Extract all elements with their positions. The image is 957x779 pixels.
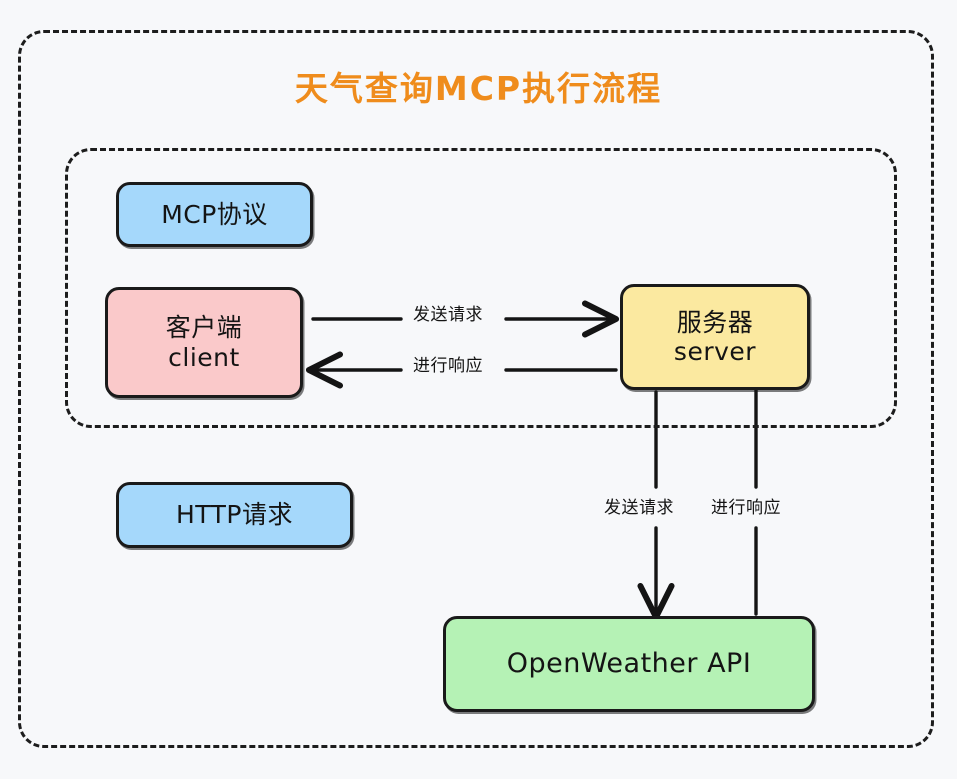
node-openweather-api-label: OpenWeather API xyxy=(506,648,752,680)
node-mcp-protocol-label: MCP协议 xyxy=(161,199,268,229)
node-http-request[interactable]: HTTP请求 xyxy=(116,482,353,548)
node-mcp-protocol[interactable]: MCP协议 xyxy=(116,182,313,247)
diagram-title: 天气查询MCP执行流程 xyxy=(294,69,663,108)
edge-label-server-to-api: 发送请求 xyxy=(604,498,674,518)
node-client-label-en: client xyxy=(168,342,240,372)
outer-boundary-group xyxy=(18,30,934,748)
edge-label-server-to-client: 进行响应 xyxy=(413,356,483,376)
edge-label-api-to-server: 进行响应 xyxy=(711,498,781,518)
node-openweather-api[interactable]: OpenWeather API xyxy=(443,616,815,712)
node-server-label-en: server xyxy=(673,337,757,366)
node-client[interactable]: 客户端 client xyxy=(105,287,303,398)
node-http-request-label: HTTP请求 xyxy=(176,500,293,530)
node-client-label-cn: 客户端 xyxy=(165,313,243,342)
node-server[interactable]: 服务器 server xyxy=(620,284,810,390)
node-server-label-cn: 服务器 xyxy=(676,307,754,337)
edge-label-client-to-server: 发送请求 xyxy=(413,305,483,325)
mcp-protocol-boundary-group xyxy=(65,148,897,428)
